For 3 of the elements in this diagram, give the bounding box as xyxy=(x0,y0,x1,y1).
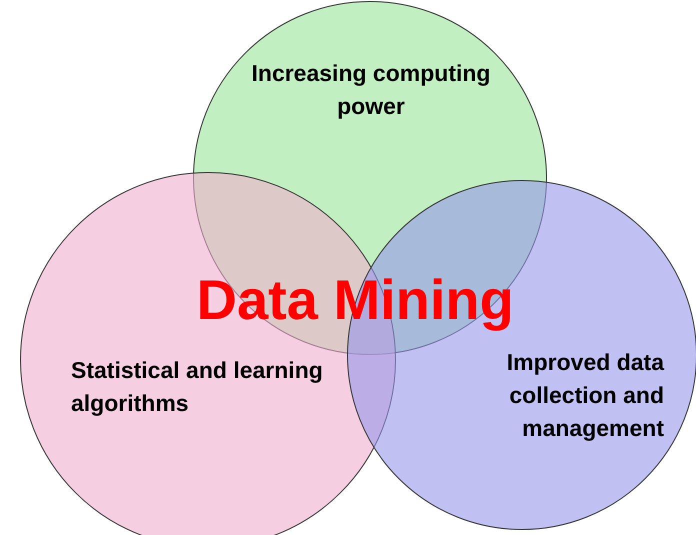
circle-label: Improved data collection and management xyxy=(506,348,664,443)
circle-label: Statistical and learning algorithms xyxy=(71,356,324,418)
circle-label: Increasing computing power xyxy=(250,59,492,121)
